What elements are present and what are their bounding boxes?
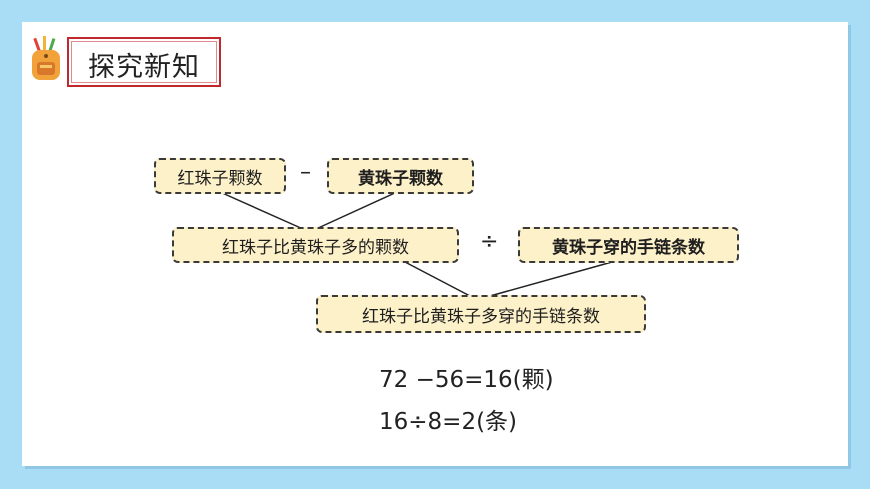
section-title: 探究新知 [88,52,200,83]
box-yellow-bead-count: 黄珠子颗数 [327,158,474,194]
connector-line [489,261,613,297]
connector-line [219,191,304,230]
equation-line-1: 72 −56=16(颗) [379,367,554,393]
minus-operator: – [300,160,311,185]
box-difference-count: 红珠子比黄珠子多的颗数 [172,227,459,263]
connector-line [315,191,398,230]
backpack-icon [32,36,60,80]
box-result: 红珠子比黄珠子多穿的手链条数 [316,295,646,333]
box-bracelets-per-yellow: 黄珠子穿的手链条数 [518,227,739,263]
section-title-frame: 探究新知 [67,37,221,87]
connector-line [404,261,471,297]
equation-line-2: 16÷8=2(条) [379,409,518,435]
divide-operator: ÷ [480,229,499,254]
box-red-bead-count: 红珠子颗数 [154,158,286,194]
